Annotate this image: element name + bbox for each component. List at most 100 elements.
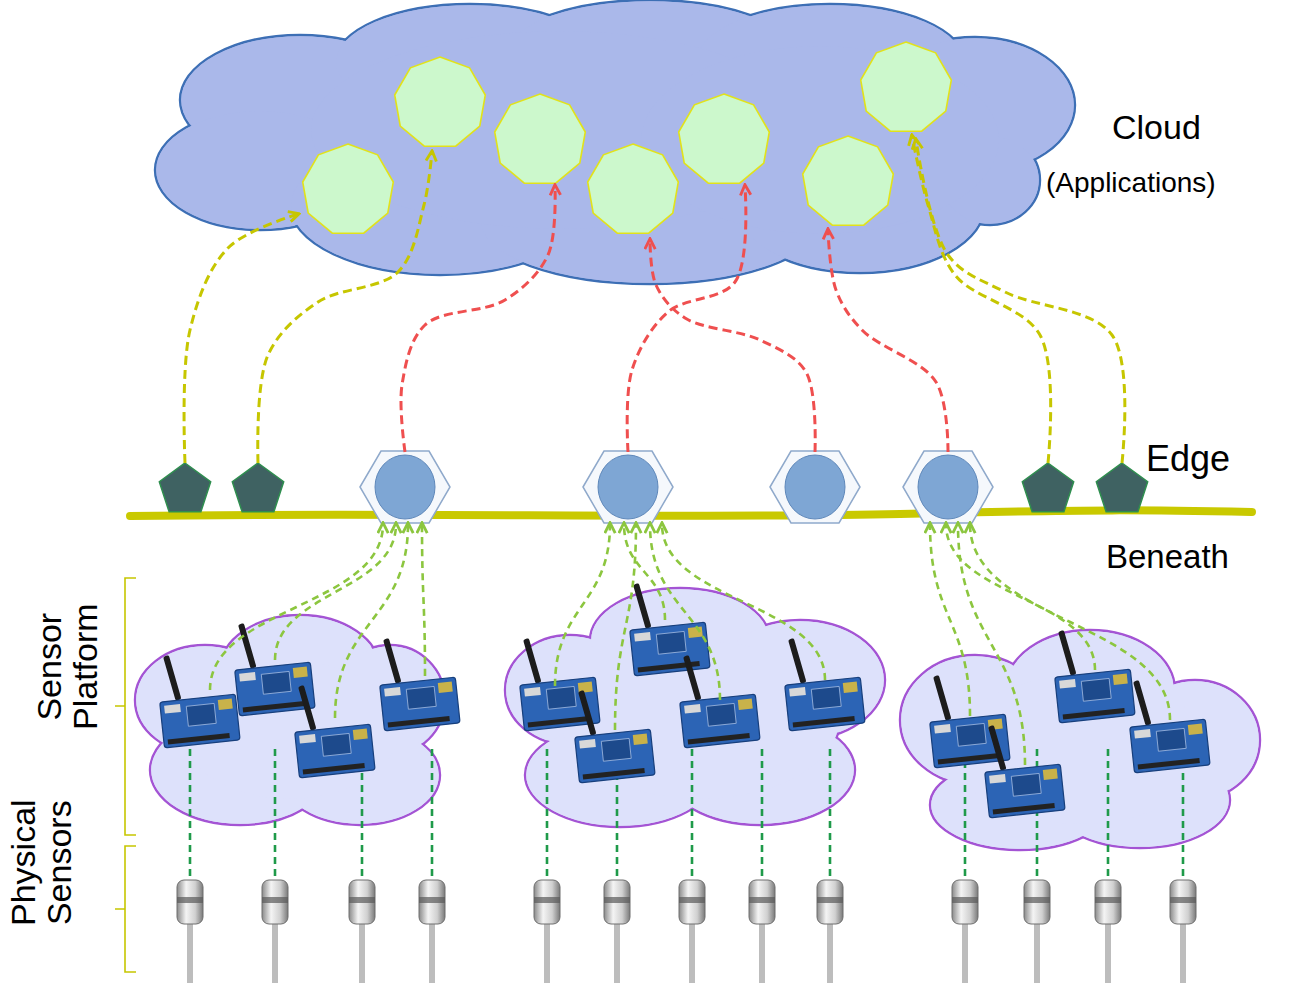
board-header [243,701,305,712]
sensor-cable [1180,920,1186,983]
sensor-body [419,880,445,924]
sensor-cable [759,920,765,983]
board-module [186,703,216,726]
board-flow [946,524,1095,670]
board-flow [930,524,970,716]
sensor-band [1024,897,1050,903]
sensor-cable [272,920,278,983]
gateway-hexagon [583,451,673,523]
sensor-body [679,880,705,924]
physical-sensor [349,880,375,983]
sensor-board [290,679,375,778]
sensor-band [262,897,288,903]
board-connector [1113,674,1128,685]
gateway-circle [785,455,845,519]
board-jack [934,724,951,734]
sensor-cable [827,920,833,983]
board-antenna [933,675,951,721]
edge-pentagon [232,463,283,512]
board-body [680,694,760,748]
board-header [388,716,450,727]
board-connector [353,729,368,740]
application-octagon [495,94,586,183]
edge-flow [912,136,1051,463]
sensor-band [817,897,843,903]
board-antenna [1133,680,1151,726]
sensor-body [817,880,843,924]
gateway-circle [598,455,658,519]
board-header [993,803,1055,814]
board-antenna [383,638,401,684]
board-antenna [298,685,316,731]
sensor-band [419,897,445,903]
bracket [115,578,136,835]
board-body [985,764,1065,818]
board-jack [164,704,181,714]
physical-sensor [1095,880,1121,983]
sensor-band [679,897,705,903]
physical-sensor [419,880,445,983]
sensor-cable [689,920,695,983]
edge-bar [130,510,1252,516]
board-module [706,703,736,726]
board-module [811,686,841,709]
board-body [1130,719,1210,773]
layer-sublabel: (Applications) [1046,168,1216,197]
board-antenna [633,583,651,629]
edge-flow [184,214,298,463]
application-octagon [303,144,394,233]
board-connector [1188,724,1203,735]
gateway-flow [401,186,555,452]
layer-label: Cloud [1112,110,1201,146]
application-octagon [803,136,894,225]
physical-sensor [749,880,775,983]
board-flow [650,524,720,700]
gateway-flow [650,240,815,452]
board-connector [438,682,453,693]
board-antenna [1058,630,1076,676]
board-header [1063,708,1125,719]
board-jack [789,687,806,697]
board-module [1011,773,1041,796]
physical-sensor [262,880,288,983]
edge-gateway [583,451,673,523]
application-octagon [679,94,770,183]
sensor-body [604,880,630,924]
board-antenna [578,690,596,736]
application-octagon [395,57,486,146]
board-jack [239,672,256,682]
gateway-hexagon [360,451,450,523]
gateway-flow [828,230,948,452]
sensor-board [675,649,760,748]
board-body [295,724,375,778]
edge-flow [258,152,432,463]
board-body [1055,669,1135,723]
application-octagon [588,144,679,233]
board-module [601,738,631,761]
bracket [115,846,136,972]
board-module [1081,678,1111,701]
board-module [546,686,576,709]
board-jack [634,632,651,642]
sensor-band [749,897,775,903]
layer-label: Edge [1146,440,1230,478]
sensor-body [749,880,775,924]
sensor-wire [546,745,549,876]
board-body [160,694,240,748]
sensor-band [952,897,978,903]
physical-sensor [817,880,843,983]
board-header [793,716,855,727]
board-header [303,763,365,774]
board-jack [299,734,316,744]
sensor-cable [187,920,193,983]
board-antenna [523,638,541,684]
board-connector [633,734,648,745]
board-header [938,753,1000,764]
edge-pentagon [1022,463,1073,512]
sensor-band [534,897,560,903]
sensor-body [952,880,978,924]
board-body [785,677,865,731]
board-jack [384,687,401,697]
sensor-platform-cloud [505,588,885,827]
